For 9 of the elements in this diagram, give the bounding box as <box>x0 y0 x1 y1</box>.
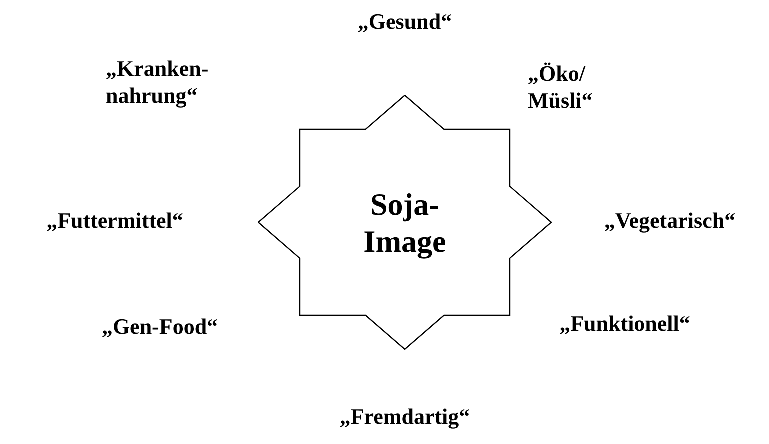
center-title: Soja- Image <box>362 186 448 260</box>
attribute-label: „Gen-Food“ <box>100 313 220 340</box>
attribute-label: „Fremdartig“ <box>338 403 472 430</box>
attribute-label: „Vegetarisch“ <box>603 207 737 234</box>
attribute-label: „Gesund“ <box>356 8 454 35</box>
attribute-label: „Öko/ Müsli“ <box>528 60 594 114</box>
attribute-label: „Futtermittel“ <box>46 207 184 234</box>
attribute-label: „Funktionell“ <box>558 310 692 337</box>
attribute-label: „Kranken- nahrung“ <box>106 55 210 109</box>
